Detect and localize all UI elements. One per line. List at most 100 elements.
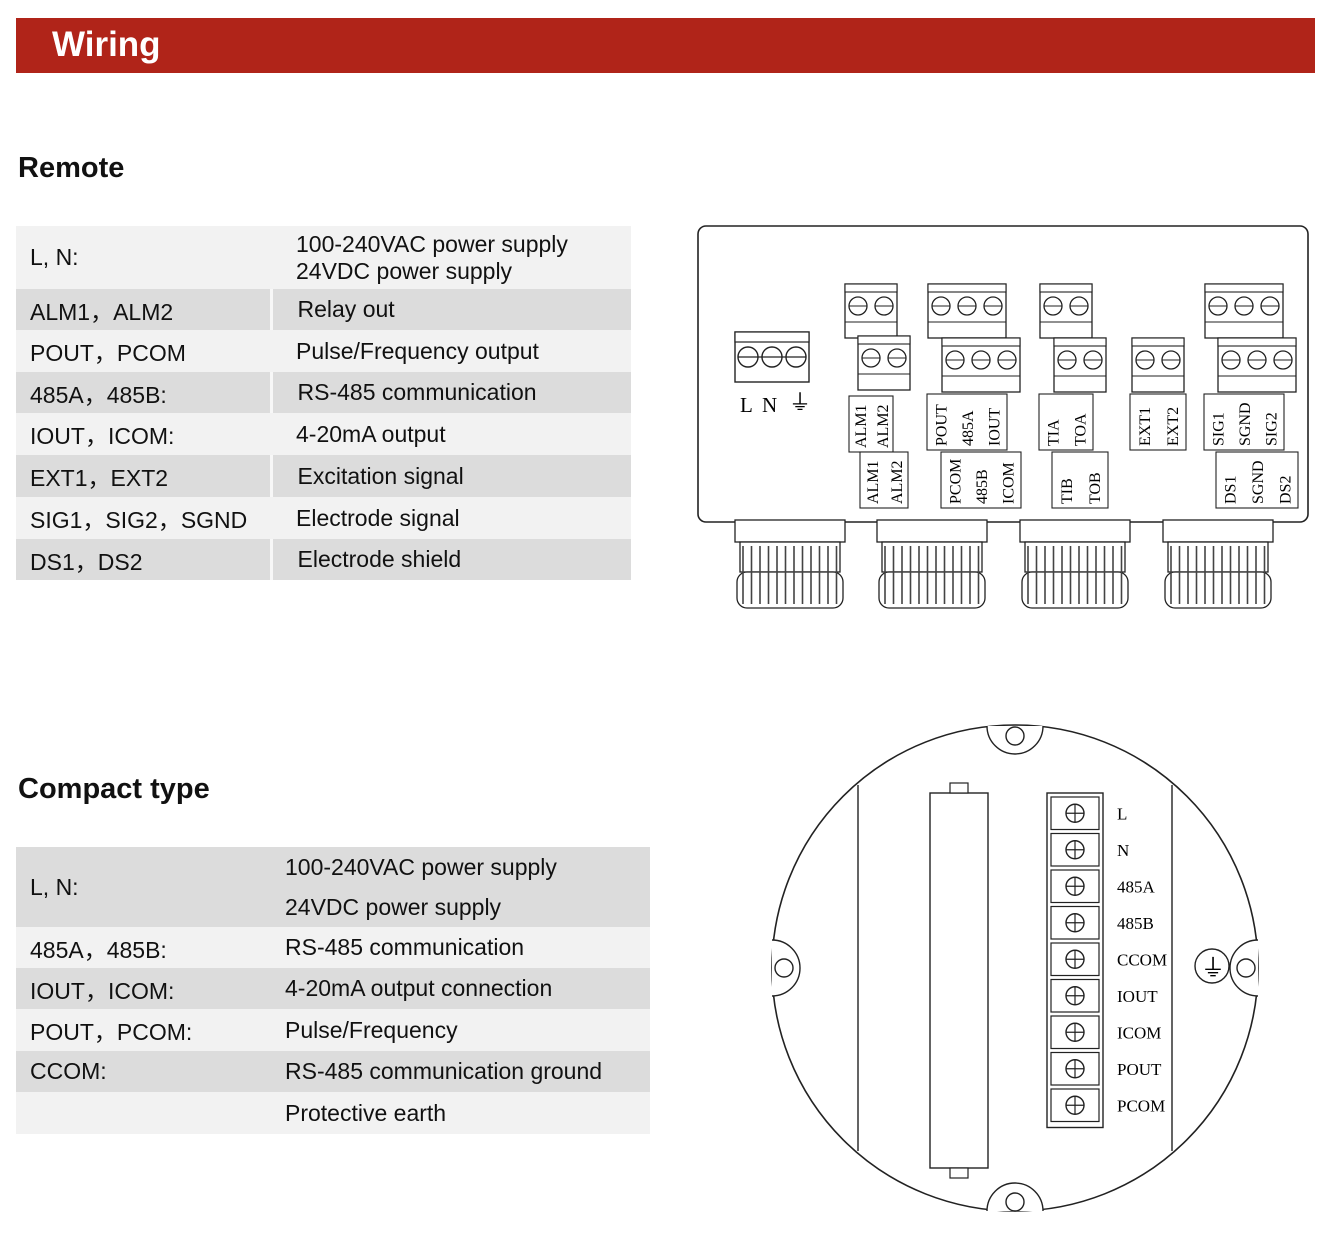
terminal-label: DS1 — [1223, 476, 1240, 504]
mounting-lug-right — [1229, 939, 1259, 997]
description-cell: Electrode shield — [271, 539, 631, 580]
compact-terminal-label: N — [1117, 841, 1129, 860]
terminal-label: IOUT — [987, 408, 1004, 446]
table-row: POUT，PCOM: Pulse/Frequency — [16, 1009, 650, 1051]
terminal-cell: EXT1，EXT2 — [16, 455, 273, 497]
terminal-label: TOA — [1073, 413, 1090, 446]
description-cell: 100-240VAC power supply 24VDC power supp… — [271, 226, 631, 289]
description-cell: 100-240VAC power supply 24VDC power supp… — [261, 847, 650, 927]
terminal-cell: POUT，PCOM — [16, 330, 271, 372]
table-row: DS1，DS2 Electrode shield — [16, 539, 631, 580]
compact-terminal — [1050, 1015, 1100, 1050]
cable-gland — [876, 519, 988, 609]
description-cell: RS-485 communication ground — [261, 1051, 650, 1092]
terminal-label-group: TIA TOA — [1038, 393, 1094, 451]
compact-terminal — [1050, 905, 1100, 940]
description-cell: RS-485 communication — [261, 927, 650, 968]
power-label-l: L — [740, 393, 753, 417]
terminal-block — [927, 283, 1007, 339]
terminal-block — [1039, 283, 1093, 339]
description-cell: Pulse/Frequency — [261, 1009, 650, 1051]
terminal-block — [1131, 337, 1185, 393]
table-row: 485A，485B: RS-485 communication — [16, 372, 631, 413]
compact-terminal-label: PCOM — [1117, 1096, 1165, 1115]
terminal-label: ALM2 — [889, 460, 906, 504]
compact-terminal-label: IOUT — [1117, 987, 1158, 1006]
terminal-label: 485B — [974, 469, 991, 504]
terminal-label: EXT1 — [1137, 407, 1154, 446]
terminal-block — [1053, 337, 1107, 393]
description-cell: Pulse/Frequency output — [271, 330, 631, 372]
mounting-lug-bottom — [986, 1182, 1044, 1212]
table-row: CCOM: RS-485 communication ground — [16, 1051, 650, 1092]
mounting-lug-top — [986, 725, 1044, 755]
terminal-label: PCOM — [947, 459, 964, 504]
terminal-block — [1217, 337, 1297, 393]
terminal-label: ALM1 — [853, 404, 870, 448]
cable-glands — [734, 519, 1274, 609]
ground-icon: ⏚ — [789, 390, 811, 415]
terminal-label: SGND — [1250, 460, 1267, 504]
compact-terminal — [1050, 832, 1100, 867]
terminal-label-group: PCOM 485B ICOM — [940, 451, 1022, 509]
terminal-cell: SIG1，SIG2，SGND — [16, 497, 271, 539]
cable-gland — [1019, 519, 1131, 609]
terminal-label: SGND — [1237, 402, 1254, 446]
terminal-label: 485A — [960, 410, 977, 446]
ground-icon-circle — [1194, 948, 1230, 984]
compact-terminal — [1050, 942, 1100, 977]
terminal-label: EXT2 — [1165, 407, 1182, 446]
compact-terminal-label: ICOM — [1117, 1023, 1161, 1042]
terminal-label-group: EXT1 EXT2 — [1129, 393, 1187, 451]
table-row: IOUT，ICOM: 4-20mA output — [16, 413, 631, 455]
page-title: Wiring — [52, 25, 161, 64]
terminal-block — [941, 337, 1021, 393]
terminal-label: TIB — [1059, 478, 1076, 504]
description-cell: Excitation signal — [271, 455, 631, 497]
table-row: ALM1，ALM2 Relay out — [16, 289, 631, 330]
terminal-cell: IOUT，ICOM: — [16, 968, 261, 1009]
table-row: L, N: 100-240VAC power supply 24VDC powe… — [16, 847, 650, 927]
description-cell: Protective earth — [261, 1092, 650, 1134]
compact-terminal — [1050, 978, 1100, 1013]
description-cell: Relay out — [271, 289, 631, 330]
table-row: EXT1，EXT2 Excitation signal — [16, 455, 631, 497]
compact-section-title: Compact type — [18, 773, 210, 805]
table-row: L, N: 100-240VAC power supply 24VDC powe… — [16, 226, 631, 289]
compact-terminal-label: 485A — [1117, 877, 1156, 896]
blank-plate — [929, 792, 989, 1169]
terminal-cell: ALM1，ALM2 — [16, 289, 273, 330]
terminal-block — [844, 283, 898, 339]
table-row: SIG1，SIG2，SGND Electrode signal — [16, 497, 631, 539]
header-banner: Wiring — [16, 18, 1315, 73]
mounting-lug-left — [771, 939, 801, 997]
compact-terminal — [1050, 796, 1100, 831]
terminal-cell: CCOM: — [16, 1051, 261, 1092]
terminal-cell: DS1，DS2 — [16, 539, 273, 580]
terminal-cell: POUT，PCOM: — [16, 1009, 261, 1051]
description-cell: 4-20mA output connection — [261, 968, 650, 1009]
terminal-label: TOB — [1087, 472, 1104, 504]
terminal-label: ICOM — [1001, 462, 1018, 504]
terminal-cell: 485A，485B: — [16, 372, 273, 413]
compact-terminal — [1050, 869, 1100, 904]
description-cell: 4-20mA output — [271, 413, 631, 455]
remote-section-title: Remote — [18, 152, 125, 184]
compact-terminal — [1050, 1088, 1100, 1123]
terminal-label: TIA — [1046, 419, 1063, 446]
power-terminal-block — [734, 331, 810, 383]
terminal-cell: 485A，485B: — [16, 927, 261, 968]
terminal-cell: IOUT，ICOM: — [16, 413, 271, 455]
terminal-label-group: TIB TOB — [1051, 451, 1109, 509]
terminal-block — [1204, 283, 1284, 339]
table-row: 485A，485B: RS-485 communication — [16, 927, 650, 968]
compact-terminal-label: POUT — [1117, 1060, 1162, 1079]
